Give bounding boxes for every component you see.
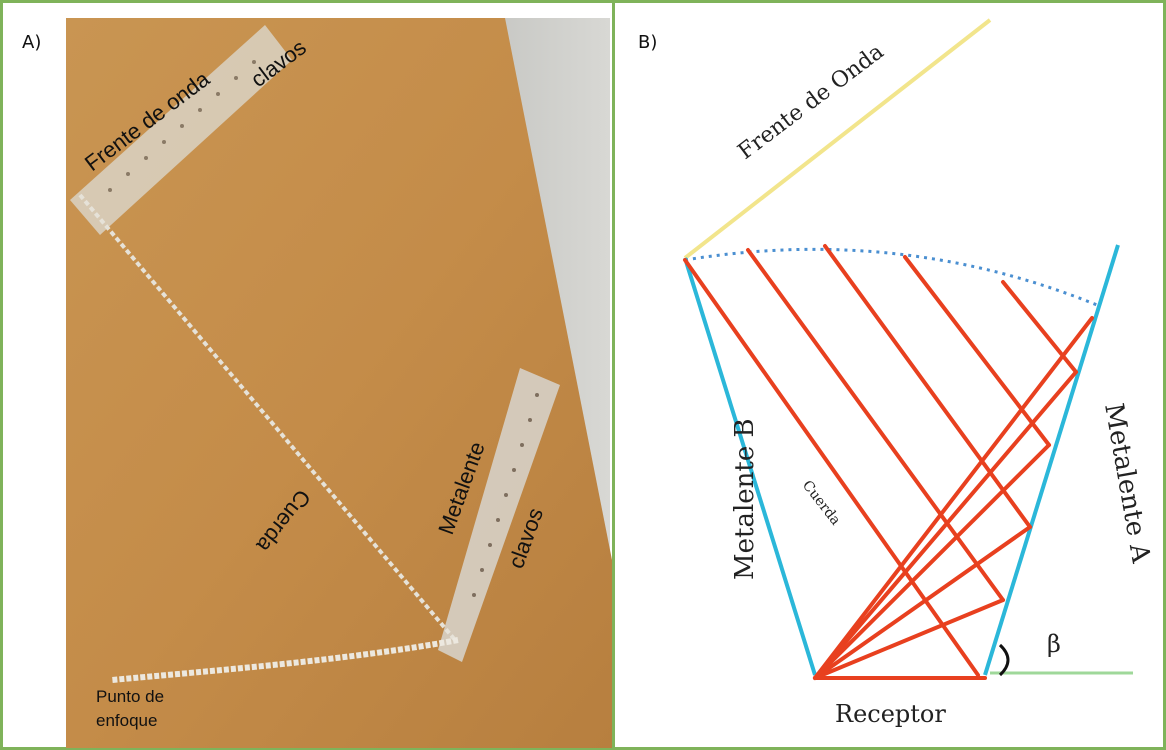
reflected-ray-4 <box>813 443 1051 680</box>
metalens-a-label: Metalente A <box>1098 401 1156 566</box>
ray-5 <box>1001 280 1078 374</box>
reflected-rays <box>813 316 1094 680</box>
reflected-ray-2 <box>813 598 1005 680</box>
bottom-strip-nails <box>472 393 539 597</box>
ray-1 <box>683 258 980 677</box>
top-strip-nails <box>108 60 256 192</box>
panel-a-label: A) <box>22 32 42 53</box>
reflected-ray-5 <box>813 370 1078 680</box>
metalens-b-label: Metalente B <box>730 418 760 580</box>
metalens-metal-strip <box>438 368 560 662</box>
wavefront-label-b: Frente de Onda <box>734 39 889 164</box>
panel-b-label: B) <box>638 32 658 53</box>
ray-2 <box>746 248 1005 602</box>
chain-string <box>78 193 457 642</box>
metalens-a-line <box>983 244 1120 676</box>
reflected-ray-3 <box>813 525 1032 680</box>
incident-rays <box>683 244 1078 677</box>
chain-to-focus <box>111 637 459 683</box>
beta-angle-arc <box>998 643 1010 677</box>
ray-4 <box>903 255 1051 447</box>
dotted-arc <box>684 247 1098 307</box>
metalens-b-line <box>683 257 817 676</box>
ray-3 <box>823 244 1032 529</box>
panel-divider <box>612 0 615 750</box>
wavefront-line <box>683 18 992 260</box>
string-label-b: Cuerda <box>799 478 844 529</box>
receptor-label: Receptor <box>835 700 946 728</box>
beta-label: β <box>1047 630 1061 658</box>
reflected-ray-6 <box>813 316 1094 680</box>
focus-label-line2: enfoque <box>96 711 157 730</box>
panel-a-photo: Frente de onda clavos Cuerda Metalente c… <box>66 18 612 748</box>
focus-label-line1: Punto de <box>96 687 164 706</box>
